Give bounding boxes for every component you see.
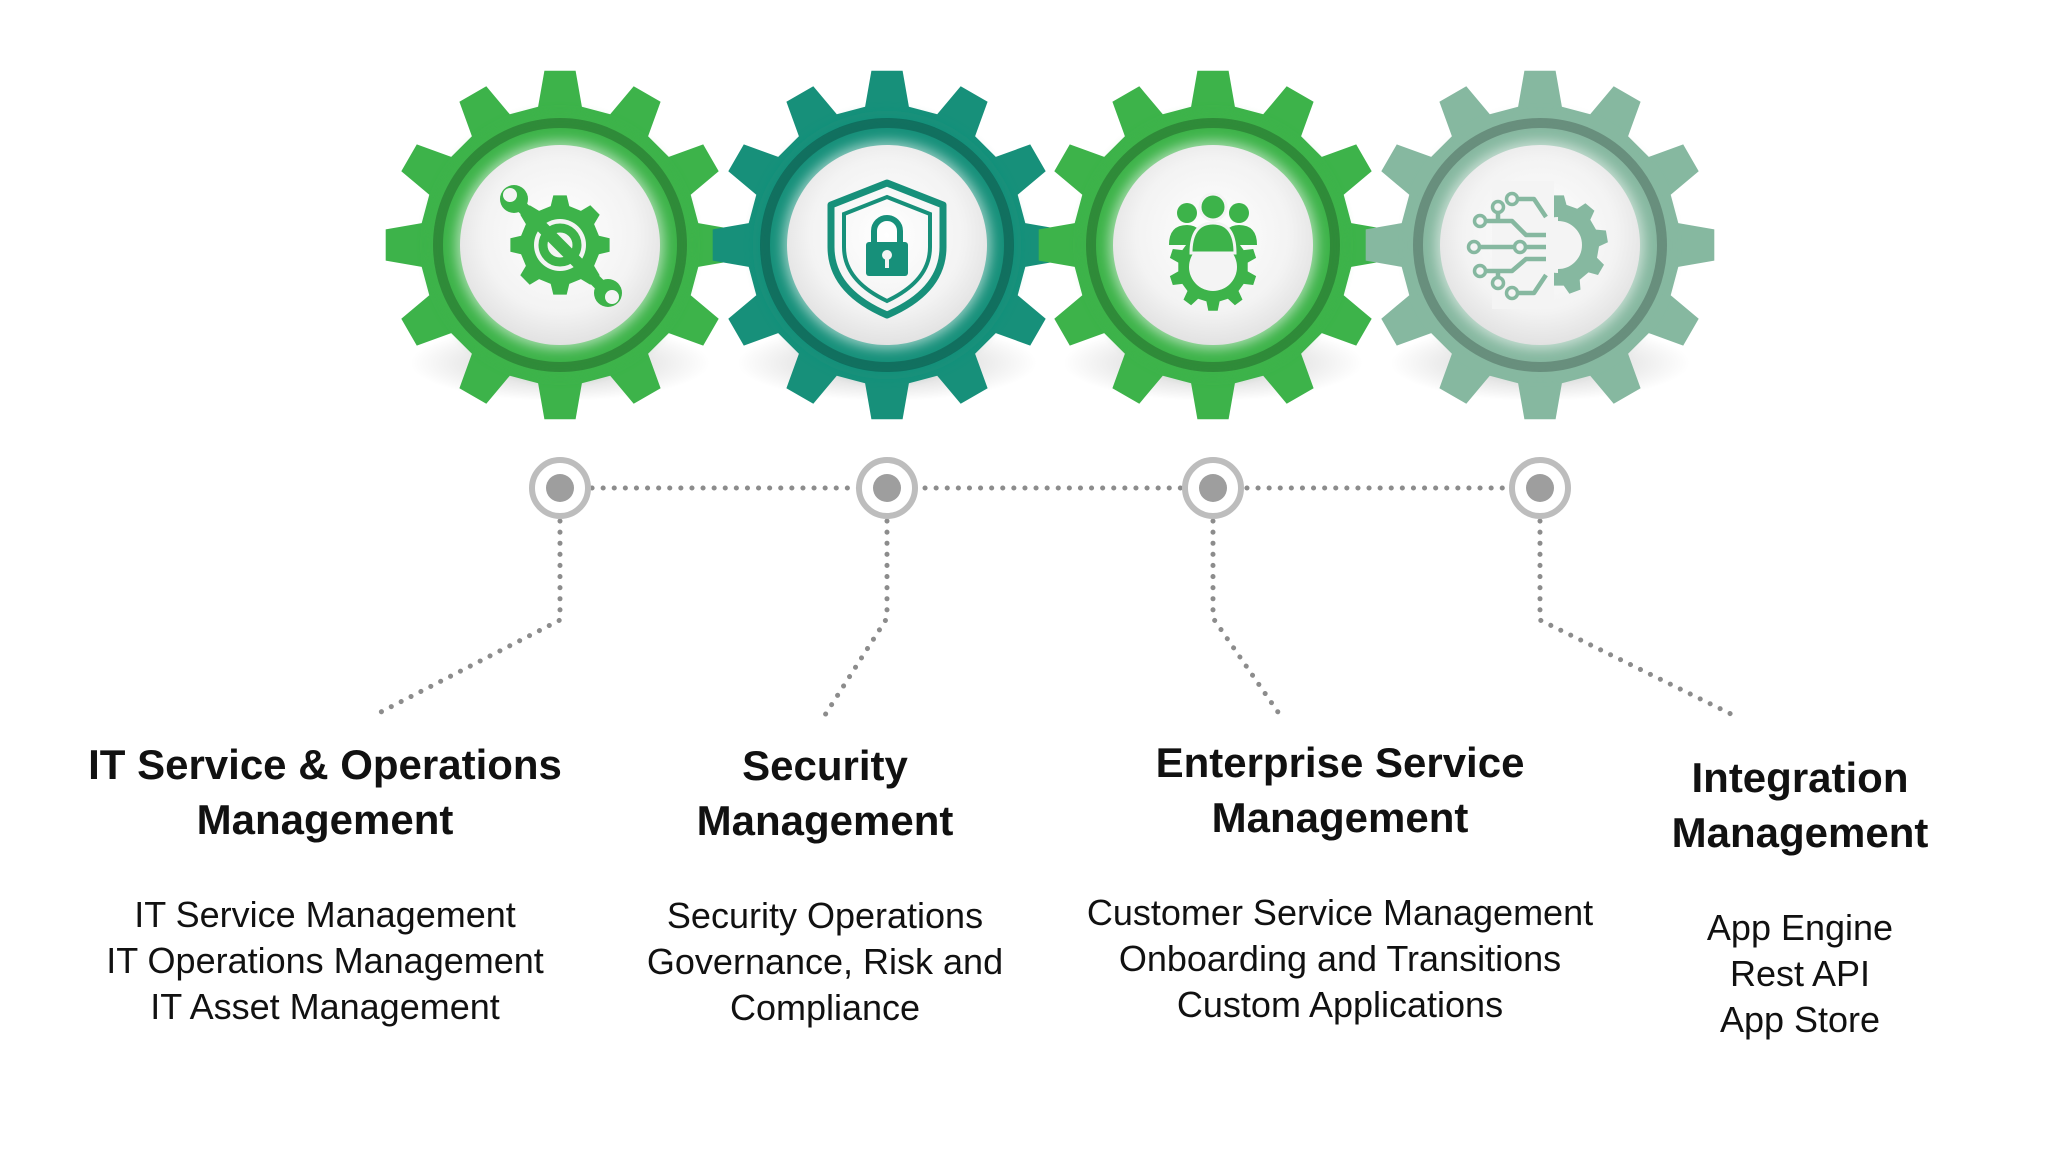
module-title: IT Service & Operations Management — [88, 741, 562, 843]
gear-3 — [1038, 70, 1388, 420]
module-caption-1: IT Service & Operations Management IT Ser… — [45, 737, 605, 1030]
module-feature-item: Rest API — [1729, 953, 1871, 994]
gear-2 — [712, 70, 1062, 420]
module-feature-item: Custom Applications — [1176, 984, 1504, 1025]
wrench-gear-icon — [500, 185, 622, 307]
module-feature-item: Customer Service Management — [1086, 892, 1594, 933]
gear-4 — [1365, 70, 1715, 420]
module-feature-item: IT Service Management — [134, 894, 516, 935]
timeline-node-1 — [529, 457, 591, 519]
leader-line-1 — [372, 518, 563, 718]
module-feature-item: App Engine — [1706, 907, 1894, 948]
timeline-node-3 — [1182, 457, 1244, 519]
module-feature-item: Compliance — [729, 987, 921, 1028]
module-feature-item: Governance, Risk and — [646, 941, 1004, 982]
gear-1 — [385, 70, 735, 420]
leader-line-4 — [1537, 518, 1736, 718]
leader-line-2 — [822, 518, 890, 718]
circuit-gear-icon — [1466, 181, 1608, 309]
module-feature-item: Onboarding and Transitions — [1118, 938, 1562, 979]
timeline-node-2 — [856, 457, 918, 519]
module-feature-item: Security Operations — [666, 895, 984, 936]
module-title: Enterprise Service Management — [1155, 739, 1525, 841]
module-feature-list: IT Service Management IT Operations Manag… — [45, 892, 605, 1030]
timeline-node-4 — [1509, 457, 1571, 519]
leader-line-3 — [1210, 518, 1283, 718]
shield-lock-icon — [827, 179, 947, 319]
module-feature-item: App Store — [1719, 999, 1881, 1040]
module-feature-item: IT Asset Management — [150, 986, 500, 1027]
team-gear-icon — [1169, 192, 1257, 311]
module-title: Integration Management — [1671, 754, 1929, 856]
module-feature-item: IT Operations Management — [106, 940, 544, 981]
module-title: Security Management — [696, 742, 954, 844]
